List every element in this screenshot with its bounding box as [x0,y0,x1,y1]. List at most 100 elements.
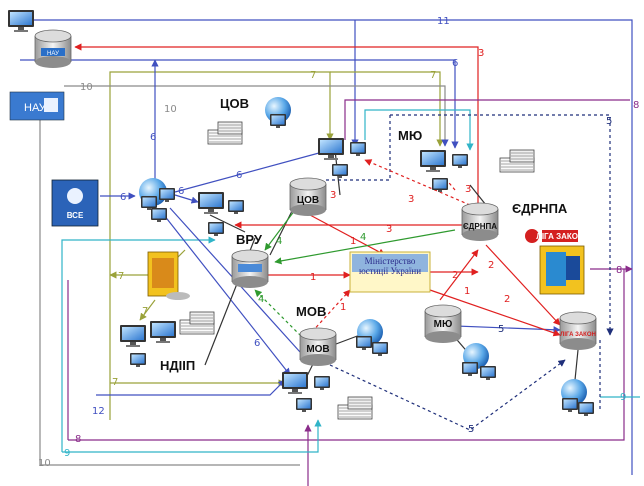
link-8-bottom [68,269,625,441]
vru-database [231,249,269,289]
edrnpa-db-label: ЄДРНПА [463,222,497,231]
miu-db-label: МЮ [434,319,453,330]
tsov-title: ЦОВ [220,96,249,111]
label-1-c: 1 [340,302,346,313]
miu-title: МЮ [398,128,422,143]
vru-pc-mid [208,222,224,236]
tsov-papers [207,121,243,145]
vru-papers [179,311,215,335]
link-11 [10,19,633,475]
label-10-a: 10 [80,82,93,93]
edrnpa-database: ЄДРНПА [461,202,499,242]
vse-box: ВСЕ [51,179,99,227]
label-6-e: 6 [236,170,242,181]
link-6-tsov [174,148,331,193]
link-7-olive [109,71,334,420]
label-2-c: 2 [504,294,510,305]
label-3-e: 3 [330,190,336,201]
label-7-a: 7 [310,70,316,81]
link-8-top [344,99,630,140]
vru-pc-top [198,192,244,214]
ministry-map-text: Міністерство юстиції України [358,256,422,276]
label-3-c: 3 [465,184,471,195]
link-10-bottom [39,118,300,466]
mov-pc [282,372,330,412]
label-3-top: 3 [478,48,484,59]
label-1-d: 1 [464,286,470,297]
nau-db-label: НАУ [47,51,59,57]
liga-box [539,245,585,295]
mov-globe [356,319,388,356]
link-9-top [364,109,474,151]
top-left-pc [8,10,34,32]
label-3-d: 3 [386,224,392,235]
label-7-d: 7 [142,306,148,317]
label-6-f: 6 [254,338,260,349]
miu-globe [462,343,496,380]
liga-logo: ЛІГА ЗАКОН [525,229,584,243]
link-7-olive-miu [330,71,444,147]
link-1-tsov-map [309,214,386,256]
link-12 [96,379,286,396]
liga-globe [561,379,594,416]
liga-database: ЛІГА ЗАКОН [559,311,597,351]
link-vru-pc [209,214,246,233]
link-2-map-liga [429,289,561,337]
liga-logo-label: ЛІГА ЗАКОН [536,232,584,241]
mov-database: МОВ [299,327,337,367]
link-2-edr-liga [485,244,561,326]
label-7-c: 7 [118,271,124,282]
label-6-d: 6 [178,186,184,197]
nau-box-label: НАУ [24,102,47,114]
link-5-right [390,114,614,336]
label-4-b: 4 [360,232,366,243]
edrnpa-title: ЄДРНПА [512,201,568,216]
label-6-b: 6 [150,132,156,143]
left-globe-cluster [139,178,175,222]
label-10-b: 10 [164,104,177,115]
mov-db-label: МОВ [306,344,329,355]
label-4-c: 4 [258,294,264,305]
link-4-tsov-vru [264,209,296,251]
nau-database: НАУ [34,29,72,69]
link-3-top [74,43,479,205]
label-8-a: 8 [633,100,639,111]
ministry-map-box: Міністерство юстиції України [349,251,431,293]
label-12: 12 [92,406,105,417]
link-3-edr-tsov [364,159,471,206]
label-2-b: 2 [488,260,494,271]
label-1-b: 1 [310,272,316,283]
tsov-db-label: ЦОВ [297,195,319,206]
label-7-b: 7 [430,70,436,81]
label-8-b: 8 [616,265,622,276]
label-7-e: 7 [112,377,118,388]
link-1-miu-edr [439,249,479,301]
vru-title: ВРУ [236,232,263,247]
nau-box: НАУ [9,91,65,121]
link-10-gray [64,85,449,147]
label-8-c: 8 [75,434,81,445]
tsov-globe [265,97,291,128]
link-9-bottom [62,419,322,453]
label-5-c: 5 [468,424,474,435]
label-9-a: 9 [64,448,70,459]
vse-label: ВСЕ [67,211,84,220]
label-11: 11 [437,16,450,27]
label-2-a: 2 [452,270,458,281]
mov-papers [337,396,373,420]
miu-database: МЮ [424,304,462,344]
mov-title: МОВ [296,304,326,319]
link-7-ndiip [139,299,156,321]
tsov-database: ЦОВ [289,177,327,217]
label-6-a: 6 [452,58,458,69]
label-6-c: 6 [120,192,126,203]
link-9-left [61,236,216,452]
link-5-left [325,115,391,181]
tsov-pc [318,138,366,178]
label-10-c: 10 [38,458,51,469]
ndiip-title: НДІІП [160,358,195,373]
liga-db-label: ЛІГА ЗАКОН [560,332,596,338]
miu-pc [420,150,468,192]
edrnpa-papers [499,149,535,173]
